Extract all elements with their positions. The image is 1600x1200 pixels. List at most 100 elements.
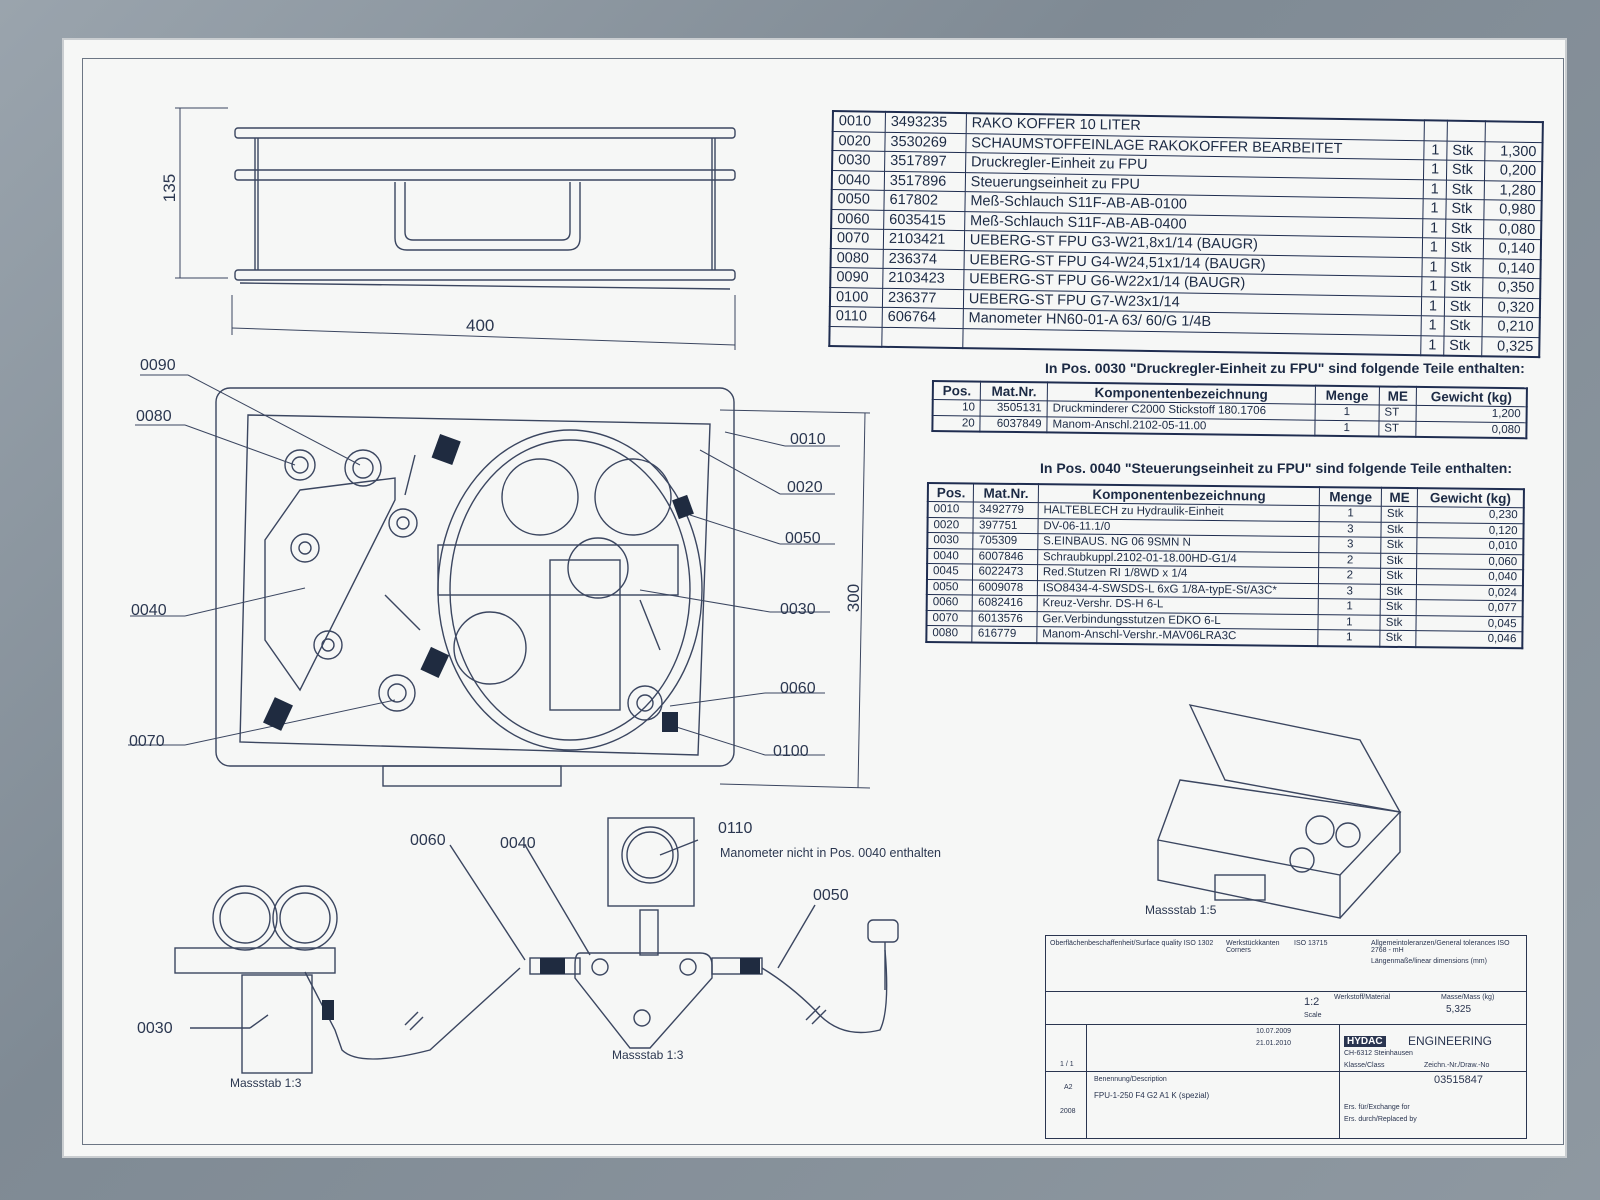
tb-rule-4 — [1339, 1024, 1340, 1138]
sub2-cell-unit: Stk — [1381, 506, 1418, 523]
tb-company: ENGINEERING — [1408, 1034, 1493, 1048]
tb-desc-label: Benennung/Description — [1094, 1076, 1167, 1083]
regulator-detail — [174, 885, 521, 1074]
sub1-cell-qty: 1 — [1314, 419, 1379, 437]
sub2-cell-matnr: 397751 — [973, 517, 1038, 534]
sub2-cell-weight: 0,010 — [1416, 537, 1524, 555]
parts-cell-qty: 1 — [1423, 179, 1447, 200]
parts-cell-weight: 0,325 — [1481, 336, 1540, 358]
sub2-cell-qty: 1 — [1318, 598, 1381, 615]
sub2-cell-pos: 0070 — [926, 610, 973, 626]
parts-cell-weight: 0,350 — [1482, 277, 1541, 299]
sub1-cell-qty: 1 — [1314, 404, 1380, 421]
callout-leaders — [128, 374, 840, 756]
sub2-cell-unit: Stk — [1380, 599, 1417, 616]
parts-cell-matnr: 2103421 — [883, 229, 965, 251]
sub1-cell-matnr: 3505131 — [980, 400, 1048, 417]
sub2-col-matnr: Mat.Nr. — [973, 483, 1039, 503]
sub1-cell-desc: Manom-Anschl.2102-05-11.00 — [1046, 416, 1315, 436]
parts-cell-unit: Stk — [1446, 140, 1486, 161]
sub2-cell-desc: Manom-Anschl-Vershr.-MAV06LRA3C — [1036, 626, 1319, 646]
parts-cell-weight: 0,980 — [1484, 199, 1542, 221]
callout-detail-0040: 0040 — [500, 835, 536, 852]
callout-0020: 0020 — [787, 479, 823, 496]
tb-mass-label: Masse/Mass (kg) — [1441, 994, 1495, 1001]
tb-date1: 10.07.2009 — [1256, 1028, 1292, 1035]
sub1-col-matnr: Mat.Nr. — [980, 381, 1048, 401]
scale-label-c: Massstab 1:5 — [1145, 903, 1217, 917]
parts-cell-pos: 0020 — [832, 131, 886, 152]
sub2-cell-unit: Stk — [1381, 537, 1418, 554]
parts-cell-qty: 1 — [1422, 198, 1447, 219]
tb-rule-1 — [1046, 991, 1526, 992]
sub2-cell-matnr: 6007846 — [973, 548, 1038, 565]
sub2-cell-pos: 0045 — [926, 563, 974, 580]
sub2-cell-unit: Stk — [1380, 583, 1417, 600]
sub1-cell-pos: 10 — [932, 399, 981, 416]
parts-cell-unit: Stk — [1446, 160, 1485, 181]
parts-cell-pos: 0050 — [831, 189, 885, 210]
sub2-cell-matnr: 6022473 — [972, 563, 1038, 581]
dark-fittings — [263, 434, 760, 1020]
sub1-cell-pos: 20 — [932, 415, 981, 432]
tb-brand-logo: HYDAC — [1344, 1036, 1386, 1047]
sub1-col-pos: Pos. — [932, 381, 981, 401]
parts-cell-matnr: 2103423 — [882, 268, 964, 290]
tb-class-label: Klasse/Class — [1344, 1062, 1385, 1069]
title-block: Oberflächenbeschaffenheit/Surface qualit… — [1045, 935, 1527, 1139]
tb-rule-3 — [1046, 1071, 1526, 1072]
sub2-cell-unit: Stk — [1380, 630, 1417, 647]
tb-replaced: Ers. durch/Replaced by — [1344, 1116, 1417, 1123]
parts-cell-unit: Stk — [1445, 218, 1485, 239]
parts-cell-unit: Stk — [1444, 296, 1483, 317]
sub2-cell-weight: 0,024 — [1416, 584, 1523, 601]
parts-cell-qty: 1 — [1421, 257, 1446, 278]
tb-surface: Oberflächenbeschaffenheit/Surface qualit… — [1050, 940, 1214, 947]
tb-sw-version: 2008 — [1060, 1108, 1076, 1115]
parts-cell-pos: 0070 — [830, 228, 884, 249]
callout-0080: 0080 — [136, 408, 172, 425]
sub2-heading: In Pos. 0040 "Steuerungseinheit zu FPU" … — [1040, 460, 1512, 476]
parts-cell-matnr: 236377 — [882, 287, 964, 309]
parts-cell-weight: 0,080 — [1483, 219, 1542, 240]
sub2-cell-qty: 3 — [1318, 583, 1381, 600]
parts-cell-qty: 1 — [1422, 237, 1446, 258]
parts-cell-unit: Stk — [1446, 179, 1485, 200]
sub2-cell-unit: Stk — [1381, 521, 1418, 538]
parts-cell-matnr: 3517897 — [884, 151, 966, 173]
sub2-cell-pos: 0030 — [927, 532, 974, 549]
tb-corners: Werkstückkanten Corners — [1226, 940, 1280, 954]
sub2-cell-unit: Stk — [1380, 568, 1417, 585]
parts-cell-pos: 0040 — [831, 170, 885, 191]
callout-0100: 0100 — [773, 743, 809, 760]
tb-scale: 1:2 — [1304, 996, 1320, 1008]
parts-cell-unit: Stk — [1444, 277, 1484, 298]
parts-cell-qty: 1 — [1422, 218, 1446, 239]
sub2-cell-pos: 0010 — [927, 501, 974, 518]
parts-cell-pos: 0080 — [830, 247, 884, 269]
sub2-cell-qty: 2 — [1319, 552, 1382, 569]
parts-cell-pos: 0060 — [831, 209, 884, 230]
isometric-case-view — [1157, 704, 1402, 919]
tb-mass: 5,325 — [1446, 1004, 1472, 1015]
sub2-cell-matnr: 6009078 — [972, 579, 1038, 596]
sub2-cell-qty: 3 — [1319, 521, 1382, 538]
sub2-cell-pos: 0050 — [926, 579, 973, 595]
sub2-cell-weight: 0,120 — [1417, 522, 1524, 539]
parts-cell-weight: 0,140 — [1483, 258, 1541, 279]
manometer-note: Manometer nicht in Pos. 0040 enthalten — [720, 846, 941, 860]
sub1-cell-unit: ST — [1378, 420, 1417, 437]
sub1-col-weight: Gewicht (kg) — [1416, 386, 1527, 407]
tb-material: Werkstoff/Material — [1334, 994, 1391, 1001]
parts-cell-qty: 1 — [1423, 140, 1447, 161]
sub2-cell-unit: Stk — [1380, 614, 1417, 631]
sub2-cell-matnr: 6013576 — [972, 610, 1037, 627]
sub2-cell-matnr: 3492779 — [973, 501, 1039, 519]
parts-cell-weight: 0,200 — [1484, 160, 1543, 182]
callout-detail-0050: 0050 — [813, 887, 849, 904]
sub1-col-unit: ME — [1379, 386, 1417, 406]
sub2-cell-weight: 0,040 — [1416, 568, 1524, 586]
